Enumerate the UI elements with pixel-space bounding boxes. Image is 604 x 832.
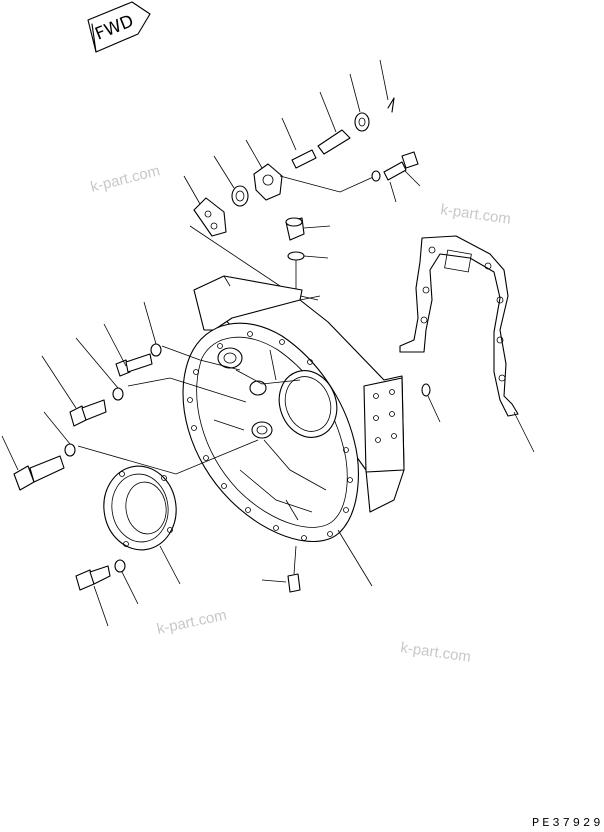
flange-bolt-holes — [187, 331, 353, 541]
leader-line — [43, 411, 71, 445]
mounting-bolt — [75, 565, 111, 627]
leader-lines-top — [183, 59, 421, 205]
mounting-bolt — [383, 151, 419, 181]
drawing-code: PE37929 — [532, 816, 603, 830]
watermark: k-part.com — [89, 162, 162, 196]
pipe-fitting — [231, 97, 395, 207]
leader-line — [427, 395, 441, 423]
watermark: k-part.com — [155, 607, 228, 638]
leader-line — [77, 439, 259, 475]
o-ring — [421, 383, 431, 397]
leader-line — [337, 529, 373, 587]
washer — [112, 387, 124, 401]
watermark: k-part.com — [439, 201, 512, 228]
leader-line — [161, 345, 241, 371]
mounting-bolt — [103, 323, 153, 377]
washer — [64, 443, 76, 457]
rear-seal-cover — [103, 465, 181, 585]
leader-line — [143, 301, 157, 345]
flywheel-housing — [182, 275, 405, 543]
cover-plate — [193, 197, 227, 237]
o-ring — [371, 170, 381, 182]
washer — [150, 343, 162, 357]
leader-line — [75, 337, 119, 389]
fwd-arrow-icon: FWD — [87, 1, 151, 53]
mounting-bolt — [1, 435, 65, 491]
leader-line — [121, 571, 139, 605]
washer — [114, 559, 126, 573]
washer — [287, 251, 329, 261]
mounting-bolt — [41, 355, 107, 427]
drain-plug — [285, 217, 331, 241]
watermark: k-part.com — [399, 639, 472, 666]
grease-fitting — [261, 545, 301, 593]
housing-gasket — [399, 235, 535, 453]
leader-line — [127, 377, 247, 403]
